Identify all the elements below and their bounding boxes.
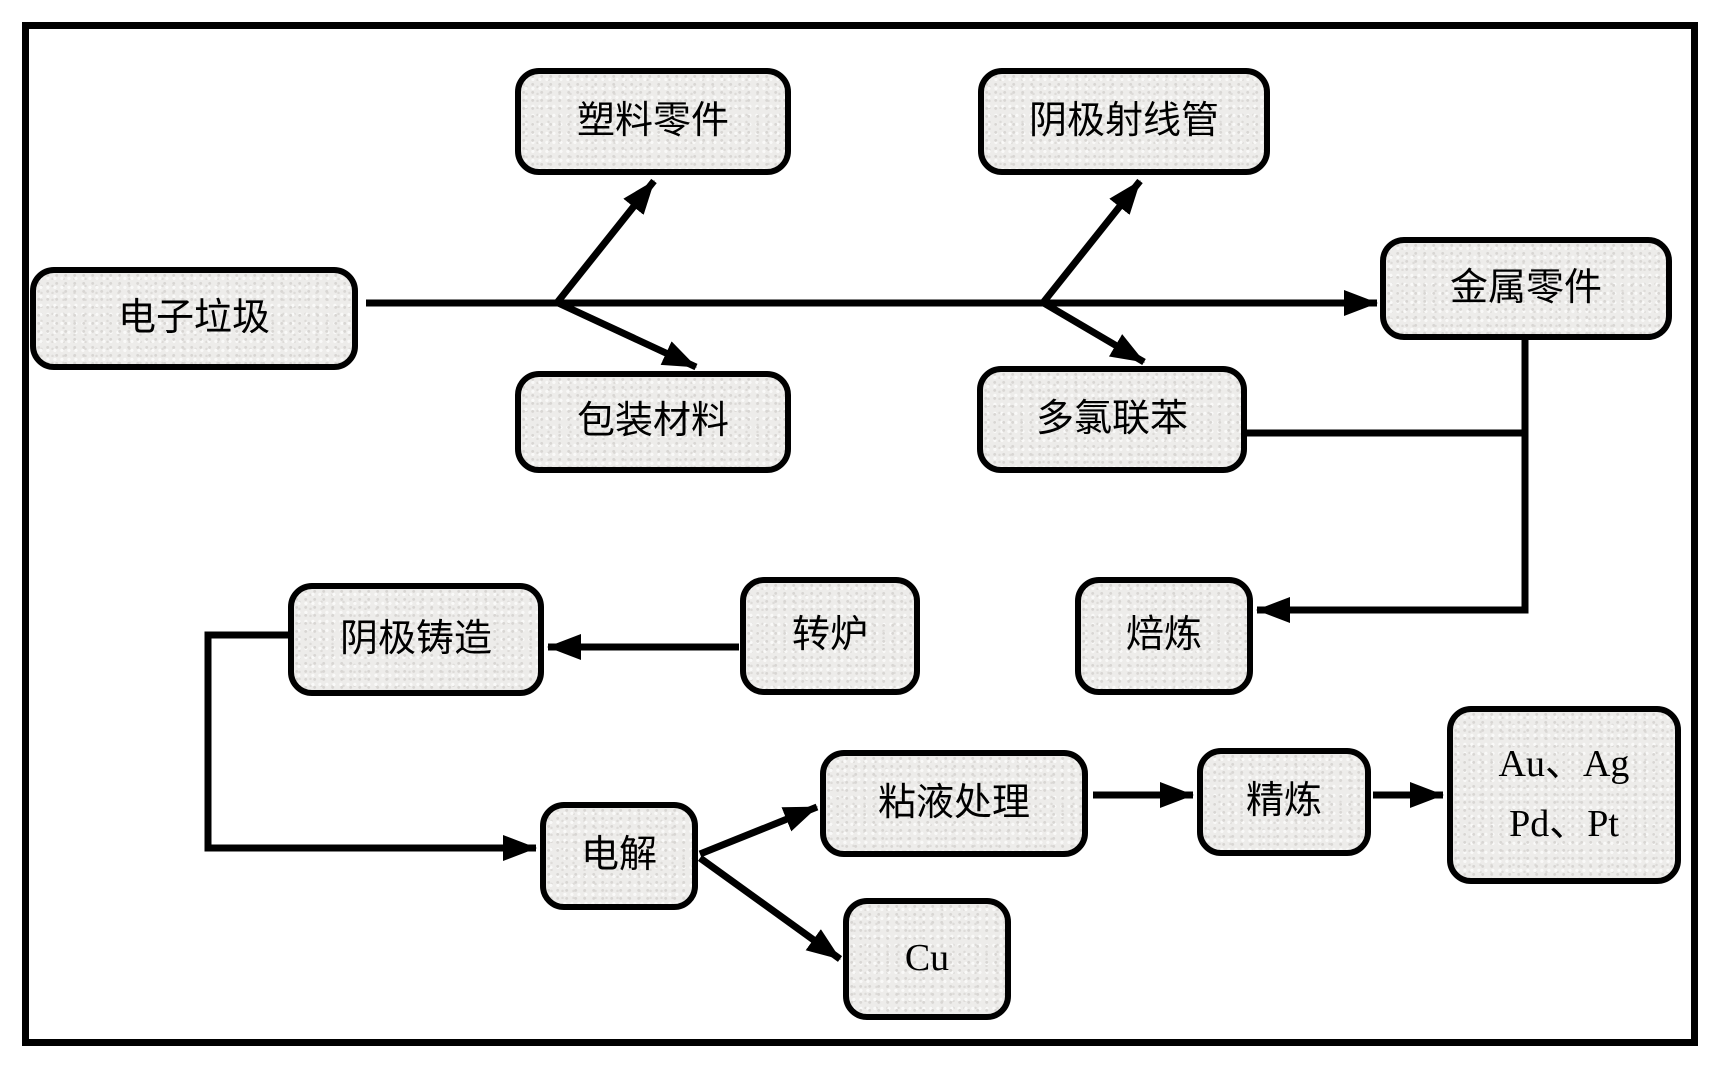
node-precious-metals: Au、Ag Pd、Pt [1447, 706, 1681, 884]
edge-metal-to-roasting [1256, 339, 1529, 623]
node-converter: 转炉 [740, 577, 920, 695]
edge-branch1-to-plastic [553, 178, 657, 307]
node-slime-treatment-label: 粘液处理 [877, 781, 1030, 824]
node-refining-label: 精炼 [1245, 780, 1322, 823]
node-copper: Cu [843, 898, 1011, 1020]
node-cathode-casting-label: 阴极铸造 [339, 617, 492, 660]
node-polychlorinated-biphenyl-label: 多氯联苯 [1035, 397, 1188, 440]
node-plastic-parts: 塑料零件 [515, 68, 791, 175]
node-slime-treatment: 粘液处理 [820, 750, 1088, 857]
node-refining: 精炼 [1197, 748, 1371, 856]
node-cathode-ray-tube: 阴极射线管 [978, 68, 1270, 175]
edge-electrolysis-to-slime [698, 803, 819, 858]
node-electrolysis: 电解 [540, 802, 698, 910]
node-copper-label: Cu [904, 937, 950, 980]
node-metal-parts-label: 金属零件 [1449, 266, 1602, 309]
node-roasting: 焙炼 [1075, 577, 1253, 695]
node-electronic-waste-label: 电子垃圾 [117, 296, 270, 339]
node-packaging-material-label: 包装材料 [576, 400, 729, 443]
node-converter-label: 转炉 [791, 614, 868, 657]
edge-branch2-to-crt [1039, 178, 1143, 307]
node-precious-metals-line1: Au、Ag [1498, 743, 1630, 786]
node-cathode-casting: 阴极铸造 [288, 583, 544, 696]
node-packaging-material: 包装材料 [515, 371, 791, 473]
edge-branch1-to-packaging [554, 298, 698, 371]
node-roasting-label: 焙炼 [1125, 614, 1202, 657]
node-cathode-ray-tube-label: 阴极射线管 [1028, 99, 1219, 142]
node-electrolysis-label: 电解 [580, 834, 657, 877]
edge-branch2-to-pcb [1040, 298, 1146, 366]
node-polychlorinated-biphenyl: 多氯联苯 [977, 366, 1247, 473]
node-metal-parts: 金属零件 [1380, 237, 1672, 340]
node-electronic-waste: 电子垃圾 [30, 267, 358, 370]
edge-casting-to-electrolysis [204, 631, 537, 861]
node-plastic-parts-label: 塑料零件 [576, 99, 729, 142]
edge-electrolysis-to-cu [697, 855, 843, 962]
outer-border-frame [22, 22, 1698, 1046]
node-precious-metals-line2: Pd、Pt [1509, 803, 1619, 845]
